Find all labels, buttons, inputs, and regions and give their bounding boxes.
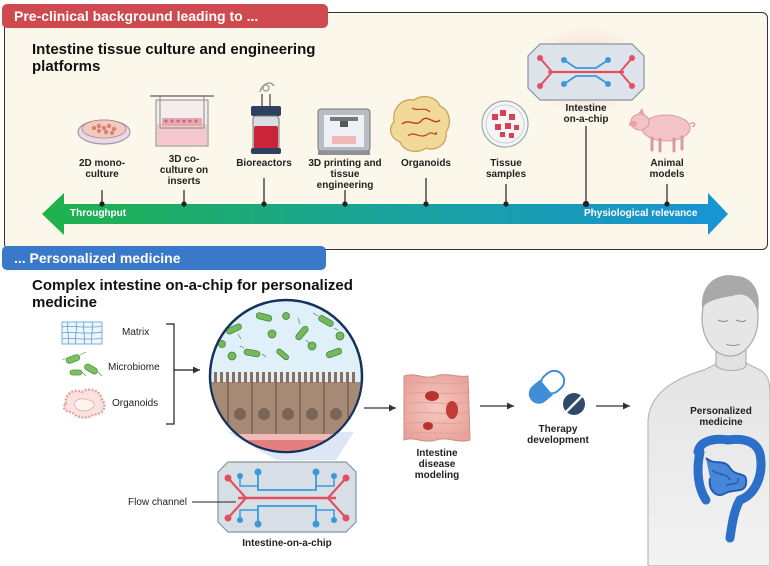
arrow-ticks: [99, 126, 670, 208]
organoid-icon: [389, 95, 451, 153]
input-label-microbiome: Microbiome: [108, 362, 160, 373]
matrix-mesh-icon: [61, 321, 103, 345]
pill-capsule-icon: [528, 369, 585, 415]
label-2d-monoculture: 2D mono-culture: [78, 158, 126, 180]
human-figure-icon: [647, 275, 770, 566]
flow-arrows: [364, 402, 630, 412]
bottom-chip: [192, 461, 357, 533]
flow-channel-label: Flow channel: [128, 497, 187, 508]
personalized-tab: ... Personalized medicine: [2, 246, 326, 270]
physiological-relevance-label: Physiological relevance: [584, 208, 698, 219]
label-organoids-top: Organoids: [400, 158, 451, 169]
magnified-epithelium: [208, 298, 364, 460]
input-bracket: [166, 323, 200, 425]
bacteria-icon: [61, 351, 103, 377]
bioreactor-icon: [251, 82, 281, 154]
diseased-intestine-icon: [403, 374, 471, 442]
tissue-sample-icon: [481, 100, 529, 148]
transwell-insert-icon: [150, 95, 214, 147]
chip-icon: [526, 25, 646, 115]
bottom-heading-line2: medicine: [32, 294, 98, 311]
label-bioreactors: Bioreactors: [236, 158, 292, 169]
3d-printer-icon: [317, 108, 371, 155]
throughput-label: Throughput: [70, 208, 127, 219]
bottom-heading: Complex intestine on-a-chip for personal…: [32, 277, 392, 311]
top-heading: Intestine tissue culture and engineering…: [32, 41, 392, 75]
relevance-arrow: [42, 193, 728, 235]
input-label-matrix: Matrix: [122, 327, 150, 338]
petri-dish-icon: [77, 119, 131, 145]
chip-label: Intestine-on-a-chip: [242, 538, 332, 549]
preclinical-tab: Pre-clinical background leading to ...: [2, 4, 328, 28]
top-heading-line2: platforms: [32, 58, 101, 75]
bottom-heading-line1: Complex intestine on-a-chip for personal…: [32, 277, 353, 294]
organoid-ring-icon: [62, 388, 106, 419]
pig-icon: [629, 108, 696, 153]
input-label-organoids: Organoids: [112, 398, 159, 409]
top-heading-line1: Intestine tissue culture and engineering: [32, 41, 316, 58]
